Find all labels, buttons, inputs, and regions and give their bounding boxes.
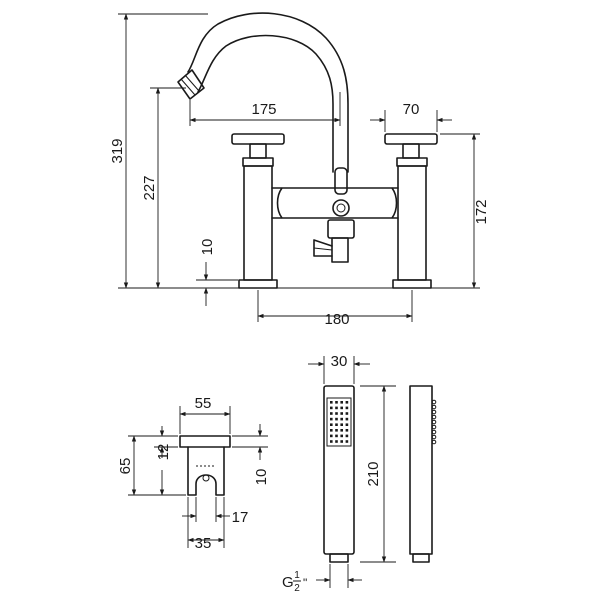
bracket-top-plate — [179, 435, 231, 448]
handset-body — [323, 385, 355, 555]
bracket-screw-hole — [202, 474, 210, 482]
spray-nozzle-grid-icon — [326, 397, 352, 447]
bracket-holder — [187, 446, 225, 496]
dim-bracket-top: 12 — [155, 444, 172, 461]
diverter — [332, 167, 350, 217]
dim-handset-length: 210 — [365, 461, 382, 486]
left-cross-handle — [231, 133, 285, 289]
wall-bracket — [179, 435, 231, 496]
spout-outlet — [177, 69, 205, 100]
dim-handle-width: 70 — [403, 101, 420, 118]
dim-total-height: 319 — [109, 138, 126, 163]
dim-thread-numerator: 1 — [294, 570, 300, 581]
dim-centres: 180 — [324, 311, 349, 328]
dim-thread-unit: " — [303, 576, 307, 590]
dim-spout-reach: 175 — [251, 101, 276, 118]
dim-thread-denominator: 2 — [294, 583, 300, 594]
dim-base-thickness: 10 — [199, 239, 216, 256]
dim-body-height: 172 — [473, 199, 490, 224]
dim-bracket-width: 55 — [195, 395, 212, 412]
shower-handset-side — [409, 385, 437, 563]
dim-handset-width: 30 — [331, 353, 348, 370]
handset-dimensions: 30 210 G 1 2 " — [282, 353, 396, 594]
side-nozzle-icon — [431, 399, 437, 445]
spout — [187, 12, 349, 173]
hose-outlet — [313, 219, 355, 263]
handset-connector — [329, 553, 349, 563]
dim-spout-height: 227 — [141, 175, 158, 200]
dim-bracket-base: 35 — [195, 535, 212, 552]
right-cross-handle — [384, 133, 438, 289]
bath-filler-mixer — [177, 12, 446, 289]
dim-bracket-side: 10 — [253, 469, 270, 486]
tap-dimensions: 319 227 175 70 172 10 180 — [109, 13, 490, 328]
shower-handset-front — [323, 385, 355, 563]
dim-bracket-height: 65 — [117, 458, 134, 475]
dim-thread-label: G — [282, 574, 294, 591]
bracket-dimensions: 55 65 12 10 17 35 — [117, 395, 270, 552]
dim-bracket-slot: 17 — [232, 509, 249, 526]
